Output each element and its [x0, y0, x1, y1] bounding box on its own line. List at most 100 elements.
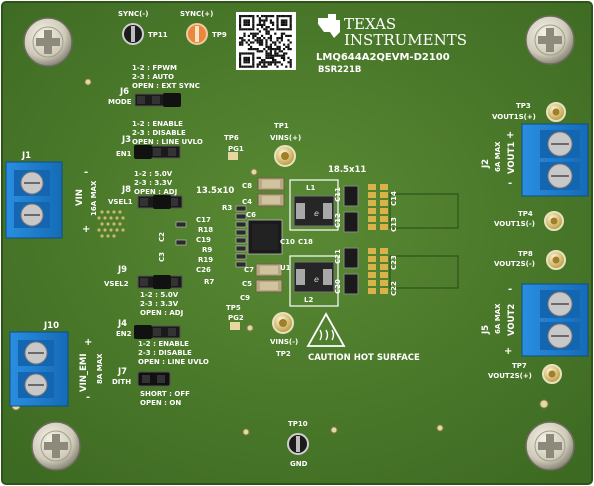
qr-code [236, 12, 296, 70]
pg1-pad[interactable] [228, 152, 238, 160]
inductor-l1: e [289, 179, 339, 231]
j3-line2: 2-3 : DISABLE [132, 129, 186, 137]
label-c21: C21 [334, 249, 342, 264]
sync-neg-label: SYNC(-) [118, 10, 148, 18]
j8-jumper-header[interactable] [137, 195, 183, 209]
label-r18: R18 [198, 226, 213, 234]
tp7-label: TP7 [512, 362, 527, 370]
tp2-net: VINS(-) [270, 338, 298, 346]
tp7-testpoint[interactable] [542, 364, 562, 384]
tp3-testpoint[interactable] [546, 102, 566, 122]
label-c23: C23 [390, 255, 398, 270]
label-c8: C8 [242, 182, 252, 190]
tp10-net: GND [290, 460, 308, 468]
j4-line3: OPEN : LINE UVLO [138, 358, 209, 366]
j3-line3: OPEN : LINE UVLO [132, 138, 203, 146]
j4-line2: 2-3 : DISABLE [138, 349, 192, 357]
tp2-testpoint[interactable] [272, 312, 294, 334]
j2-plus: + [506, 130, 514, 141]
j6-ref: J6 [119, 87, 129, 97]
j7-line2: OPEN : ON [140, 399, 181, 407]
label-c11: C11 [334, 187, 342, 202]
j10-rating: 8A MAX [96, 353, 104, 384]
label-c7: C7 [244, 266, 254, 274]
output-capacitors [343, 184, 459, 295]
j2-minus: - [508, 178, 512, 189]
inductor-l2: e [289, 255, 339, 307]
tp2-label: TP2 [276, 350, 291, 358]
label-c14: C14 [390, 191, 398, 206]
j1-minus: - [84, 167, 88, 178]
label-c2: C2 [158, 232, 166, 242]
label-l1: L1 [306, 184, 315, 192]
j3-ref: J3 [121, 135, 131, 145]
j2-net: VOUT1 [507, 142, 517, 174]
j1-ref: J1 [21, 151, 31, 161]
tp11-black-testpoint[interactable] [122, 23, 144, 45]
tp9-label: TP9 [212, 31, 227, 39]
part-number: LMQ644A2QEVM-D2100 [316, 52, 450, 63]
tp6-net: PG1 [228, 145, 244, 153]
hot-surface-warning-icon [306, 312, 346, 347]
label-r19: R19 [198, 256, 213, 264]
tp1-testpoint[interactable] [274, 145, 296, 167]
j4-jumper-header[interactable] [134, 325, 181, 339]
j7-line1: SHORT : OFF [140, 390, 190, 398]
j5-terminal-block[interactable] [521, 283, 589, 357]
j3-jumper-header[interactable] [134, 145, 181, 159]
caution-text: CAUTION HOT SURFACE [308, 353, 420, 363]
tp11-label: TP11 [148, 31, 168, 39]
via [242, 428, 250, 436]
j9-name: VSEL2 [104, 280, 129, 288]
passive-components [175, 205, 247, 268]
assembly-number: BSR221B [318, 65, 361, 75]
mounting-screw-top-left [23, 17, 73, 67]
ic-u1 [247, 219, 283, 255]
j7-jumper-header[interactable] [137, 371, 171, 387]
j6-name: MODE [108, 98, 132, 106]
tp9-orange-testpoint[interactable] [186, 23, 208, 45]
mounting-screw-bottom-right [525, 421, 575, 471]
label-r3: R3 [222, 204, 232, 212]
tp8-testpoint[interactable] [546, 250, 566, 270]
size-right: 18.5x11 [328, 165, 366, 175]
tp5-label: TP5 [226, 304, 241, 312]
label-c4: C4 [242, 198, 252, 206]
tp7-net: VOUT2S(+) [488, 372, 532, 380]
via [436, 424, 444, 432]
tp10-testpoint[interactable] [287, 433, 309, 455]
j9-line2: 2-3 : 3.3V [140, 300, 179, 308]
j2-terminal-block[interactable] [521, 123, 589, 197]
j10-terminal-block[interactable] [9, 331, 69, 407]
label-l2: L2 [304, 296, 313, 304]
tp10-label: TP10 [288, 420, 308, 428]
label-u1: U1 [280, 264, 291, 272]
via [330, 426, 338, 434]
via [246, 324, 254, 332]
j6-line1: 1-2 : FPWM [132, 64, 177, 72]
label-c18: C18 [298, 238, 313, 246]
via [84, 78, 92, 86]
label-c9: C9 [240, 294, 250, 302]
tp4-net: VOUT1S(-) [494, 220, 535, 228]
label-c13: C13 [390, 217, 398, 232]
j4-name: EN2 [116, 330, 132, 338]
tp1-net: VINS(+) [270, 134, 301, 142]
j8-line1: 1-2 : 5.0V [134, 170, 173, 178]
tp4-testpoint[interactable] [544, 211, 564, 231]
tp8-label: TP8 [518, 250, 533, 258]
j7-name: DITH [112, 378, 131, 386]
label-c5: C5 [242, 280, 252, 288]
pg2-pad[interactable] [230, 322, 240, 330]
tp1-label: TP1 [274, 122, 289, 130]
j6-jumper-header[interactable] [134, 93, 181, 107]
j10-minus: - [86, 392, 90, 403]
j1-terminal-block[interactable] [5, 161, 63, 239]
j4-ref: J4 [117, 319, 127, 329]
j9-jumper-header[interactable] [137, 275, 183, 289]
label-r7: R7 [204, 278, 214, 286]
tp3-net: VOUT1S(+) [492, 113, 536, 121]
svg-text:e: e [314, 209, 319, 218]
